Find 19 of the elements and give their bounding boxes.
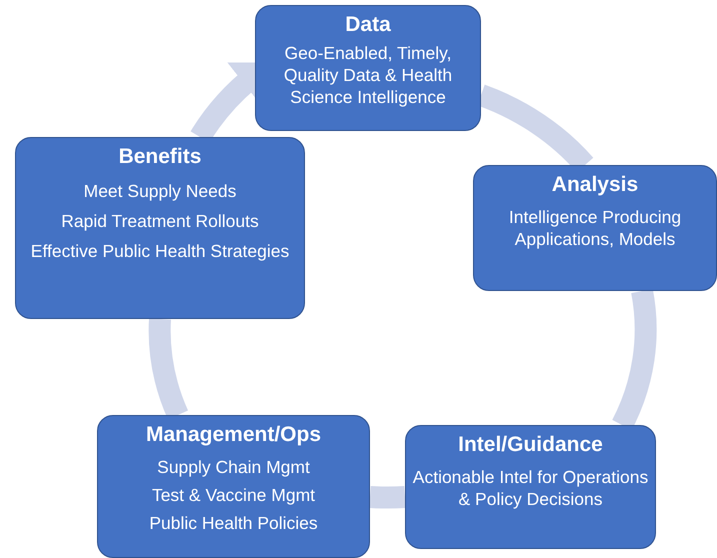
box-heading: Analysis xyxy=(552,172,638,198)
box-text: Effective Public Health Strategies xyxy=(30,240,290,263)
box-text: Meet Supply Needs xyxy=(84,181,236,204)
box-text: Geo-Enabled, Timely, Quality Data & Health Science Intelligence xyxy=(282,43,454,109)
box-text: Supply Chain Mgmt xyxy=(157,457,310,480)
box-text: Rapid Treatment Rollouts xyxy=(61,211,259,233)
box-heading: Intel/Guidance xyxy=(458,432,603,458)
box-heading: Benefits xyxy=(118,144,202,170)
box-heading: Management/Ops xyxy=(146,422,322,448)
box-text: Public Health Policies xyxy=(149,512,318,535)
box-text: Actionable Intel for Operations & Policy Decisions xyxy=(412,467,649,511)
process-box xyxy=(97,415,370,558)
process-box xyxy=(473,165,717,291)
box-text: Test & Vaccine Mgmt xyxy=(152,485,316,507)
process-box xyxy=(405,425,656,549)
process-box xyxy=(255,5,481,131)
box-text: Intelligence Producing Applications, Models xyxy=(508,207,682,251)
box-heading: Data xyxy=(345,12,391,38)
process-box xyxy=(15,137,305,319)
